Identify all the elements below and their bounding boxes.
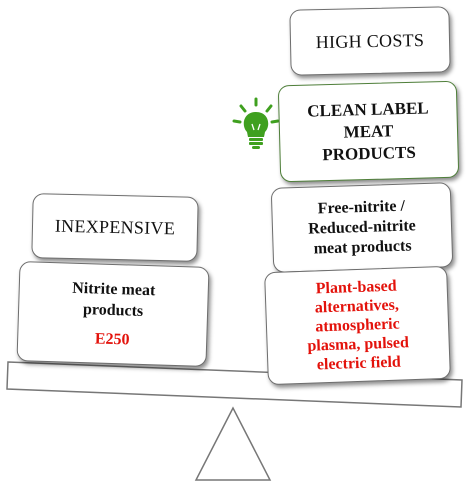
lightbulb-icon [232, 97, 280, 149]
clean-label-line-2: MEAT [343, 120, 394, 142]
nitrite-products-line-2: products [82, 300, 144, 320]
nitrite-products-box: Nitrite meat products E250 [16, 261, 210, 367]
reduced-nitrite-line-1: Free-nitrite / [317, 197, 406, 217]
high-costs-label: HIGH COSTS [289, 6, 451, 76]
nitrite-products-line-1: Nitrite meat [72, 279, 156, 299]
reduced-nitrite-line-3: meat products [313, 236, 412, 258]
alternatives-box: Plant-based alternatives, atmospheric pl… [264, 265, 451, 386]
inexpensive-text: INEXPENSIVE [54, 215, 176, 239]
alternatives-line-5: electric field [316, 353, 402, 374]
reduced-nitrite-box: Free-nitrite / Reduced-nitrite meat prod… [270, 182, 454, 273]
clean-label-line-3: PRODUCTS [322, 142, 417, 164]
e250-code: E250 [94, 329, 130, 349]
inexpensive-label: INEXPENSIVE [31, 193, 199, 262]
high-costs-text: HIGH COSTS [315, 29, 425, 52]
clean-label-line-1: CLEAN LABEL [306, 97, 429, 121]
clean-label-box: CLEAN LABEL MEAT PRODUCTS [277, 80, 460, 183]
fulcrum-triangle [194, 406, 272, 481]
